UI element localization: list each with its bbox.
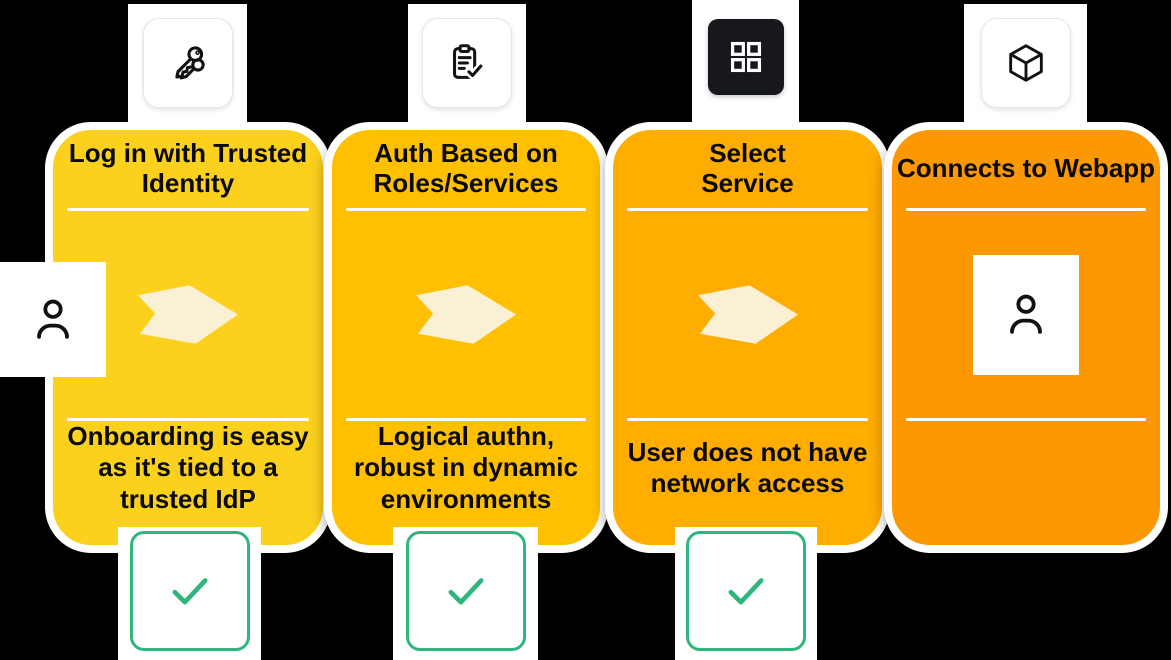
card-middle [53, 211, 323, 418]
keys-icon [174, 46, 205, 80]
step-icon-tile [408, 4, 526, 122]
checkbox-tile [118, 527, 261, 660]
checkbox-checked [686, 531, 806, 651]
clipboard-check-icon [453, 44, 485, 80]
card-title: Auth Based on Roles/Services [373, 138, 559, 198]
card-divider [906, 208, 1146, 211]
checkmark-icon [172, 578, 208, 605]
card-divider [67, 208, 309, 211]
card-middle [892, 211, 1160, 418]
checkbox-checked [405, 531, 526, 651]
card-title: Log in with Trusted Identity [68, 138, 308, 198]
card-description: User does not have network access [627, 436, 868, 498]
card-divider [346, 418, 586, 421]
flow-card-webapp: Connects to Webapp [884, 122, 1168, 553]
flow-card-select-service: Select Service User does not have networ… [605, 122, 890, 553]
card-description [892, 421, 1160, 545]
flow-arrow-icon [138, 285, 238, 344]
step-icon-tile [692, 0, 799, 122]
step-icon-tile [964, 4, 1087, 122]
checkbox-tile [393, 527, 538, 660]
checkbox-checked [129, 531, 250, 651]
step-icon-tile [128, 4, 247, 122]
person-icon [37, 299, 69, 339]
card-divider [67, 418, 309, 421]
user-tile [0, 262, 106, 377]
card-title: Select Service [701, 138, 794, 198]
cube-icon [1008, 44, 1043, 82]
dark-icon-button [707, 19, 784, 95]
card-divider [906, 418, 1146, 421]
icon-button [980, 18, 1071, 108]
card-divider [346, 208, 586, 211]
flow-arrow-icon [416, 285, 516, 344]
flow-arrow-icon [697, 285, 798, 344]
checkbox-tile [675, 527, 817, 660]
card-middle [613, 211, 882, 418]
checkmark-icon [448, 578, 483, 605]
app-grid-icon [730, 41, 761, 73]
card-middle [332, 211, 600, 418]
card-description: Logical authn, robust in dynamic environ… [354, 421, 578, 514]
card-description: Onboarding is easy as it's tied to a tru… [67, 421, 309, 514]
person-icon [1010, 294, 1042, 334]
flow-card-auth: Auth Based on Roles/Services Logical aut… [324, 122, 608, 553]
card-divider [627, 418, 868, 421]
icon-button [142, 18, 233, 108]
checkmark-icon [728, 578, 764, 605]
card-title: Connects to Webapp [896, 153, 1156, 184]
user-tile [973, 254, 1079, 375]
card-divider [627, 208, 868, 211]
icon-button [422, 18, 512, 108]
